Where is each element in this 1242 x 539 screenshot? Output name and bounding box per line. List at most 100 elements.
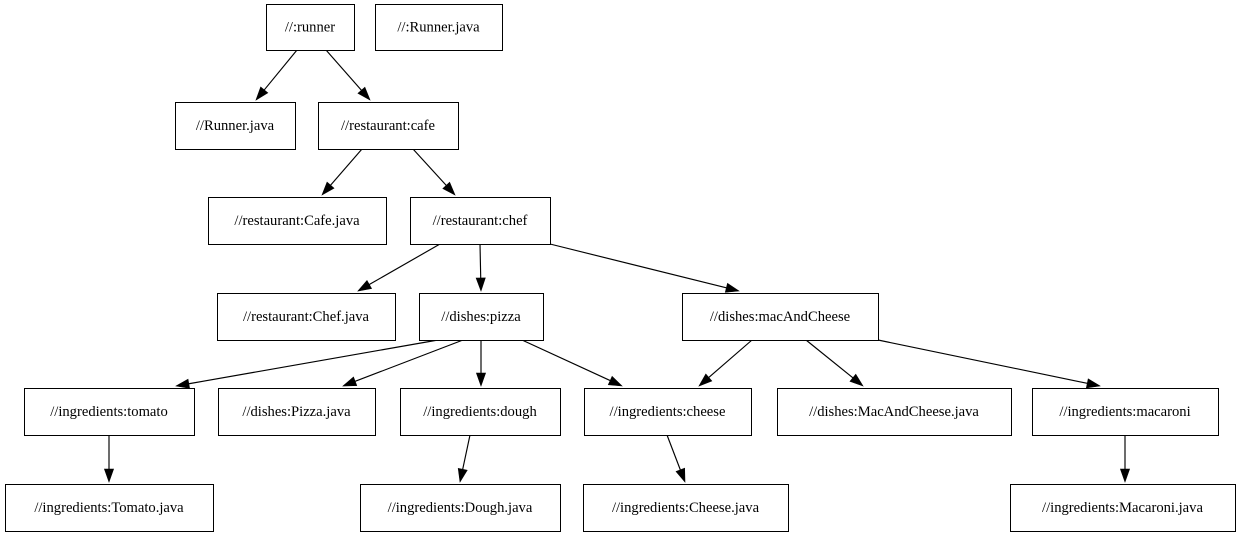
node-label: //Runner.java [196, 118, 275, 134]
graph-edge [357, 243, 441, 292]
graph-edge [698, 339, 753, 387]
node-label: //ingredients:Tomato.java [34, 500, 184, 516]
graph-edge [321, 148, 363, 196]
node-label: //:Runner.java [397, 19, 480, 35]
node-box[interactable] [359, 483, 562, 533]
graph-edge [1119, 435, 1131, 483]
graph-edge [549, 243, 740, 293]
edge-line [877, 339, 1088, 384]
graph-node-cafe_java[interactable]: //restaurant:Cafe.java [207, 196, 388, 246]
graph-node-macaroni_java[interactable]: //ingredients:Macaroni.java [1009, 483, 1237, 533]
node-box[interactable] [317, 101, 460, 151]
edge-arrowhead-icon [321, 181, 335, 196]
edge-line [354, 339, 464, 382]
node-box[interactable] [207, 196, 388, 246]
node-box[interactable] [23, 387, 196, 437]
edge-line [549, 243, 727, 289]
graph-node-runner[interactable]: //:runner [265, 3, 356, 52]
node-box[interactable] [583, 387, 753, 437]
node-label: //restaurant:cafe [341, 118, 435, 134]
graph-node-tomato_java[interactable]: //ingredients:Tomato.java [4, 483, 215, 533]
edge-line [708, 339, 753, 378]
graph-edge [325, 49, 371, 101]
node-box[interactable] [399, 387, 562, 437]
node-label: //restaurant:chef [433, 213, 528, 229]
graph-edge [175, 339, 439, 389]
node-box[interactable] [265, 3, 356, 52]
edge-arrowhead-icon [849, 373, 864, 387]
graph-node-ing_tomato[interactable]: //ingredients:tomato [23, 387, 196, 437]
edge-line [368, 243, 441, 286]
node-label: //ingredients:macaroni [1059, 404, 1190, 420]
node-label: //dishes:macAndCheese [710, 309, 850, 325]
node-box[interactable] [681, 292, 880, 342]
node-label: //restaurant:Cafe.java [234, 213, 360, 229]
graph-node-runner_java[interactable]: //Runner.java [174, 101, 297, 151]
edge-line [330, 148, 363, 186]
edge-arrowhead-icon [1119, 468, 1131, 483]
node-box[interactable] [217, 387, 377, 437]
edge-line [263, 49, 298, 91]
node-label: //ingredients:tomato [50, 404, 168, 420]
edge-arrowhead-icon [357, 280, 373, 292]
graph-node-ing_dough[interactable]: //ingredients:dough [399, 387, 562, 437]
edge-arrowhead-icon [175, 378, 190, 389]
edge-arrowhead-icon [675, 467, 686, 483]
graph-node-ing_cheese[interactable]: //ingredients:cheese [583, 387, 753, 437]
edge-arrowhead-icon [457, 467, 468, 483]
graph-node-cheese_java[interactable]: //ingredients:Cheese.java [582, 483, 790, 533]
edge-arrowhead-icon [475, 277, 486, 292]
edge-arrowhead-icon [442, 181, 456, 196]
edge-line [412, 148, 447, 186]
graph-edge [103, 435, 115, 483]
edge-arrowhead-icon [357, 86, 371, 101]
node-label: //restaurant:Chef.java [243, 309, 370, 325]
node-box[interactable] [776, 387, 1013, 437]
graph-node-dishes_pizza[interactable]: //dishes:pizza [418, 292, 545, 342]
node-label: //dishes:MacAndCheese.java [809, 404, 979, 420]
node-label: //dishes:Pizza.java [242, 404, 351, 420]
edge-line [188, 339, 439, 385]
node-box[interactable] [1031, 387, 1220, 437]
edge-arrowhead-icon [607, 375, 623, 387]
node-label: //ingredients:Macaroni.java [1042, 500, 1203, 516]
graph-node-restaurant_chef[interactable]: //restaurant:chef [409, 196, 552, 246]
node-label: //dishes:pizza [441, 309, 521, 325]
graph-node-dishes_mac[interactable]: //dishes:macAndCheese [681, 292, 880, 342]
graph-edge [475, 340, 487, 387]
graph-edge [805, 339, 864, 387]
edge-arrowhead-icon [698, 373, 713, 387]
node-box[interactable] [174, 101, 297, 151]
graph-node-runner_java_root[interactable]: //:Runner.java [374, 3, 504, 52]
graph-node-pizza_java[interactable]: //dishes:Pizza.java [217, 387, 377, 437]
node-box[interactable] [374, 3, 504, 52]
graph-edge [412, 148, 456, 196]
graph-node-mac_java[interactable]: //dishes:MacAndCheese.java [776, 387, 1013, 437]
node-box[interactable] [582, 483, 790, 533]
node-box[interactable] [1009, 483, 1237, 533]
edge-line [805, 339, 854, 379]
edge-arrowhead-icon [103, 468, 115, 483]
graph-node-dough_java[interactable]: //ingredients:Dough.java [359, 483, 562, 533]
graph-node-chef_java[interactable]: //restaurant:Chef.java [216, 292, 397, 342]
nodes-layer: //:runner //:Runner.java //Runner.java //re… [4, 3, 1237, 533]
node-box[interactable] [409, 196, 552, 246]
edge-arrowhead-icon [475, 372, 487, 387]
edge-arrowhead-icon [342, 376, 358, 387]
edge-line [325, 49, 362, 91]
edges-layer [103, 49, 1131, 483]
node-box[interactable] [216, 292, 397, 342]
node-label: //ingredients:dough [423, 404, 537, 420]
graph-edge [475, 243, 486, 292]
node-box[interactable] [418, 292, 545, 342]
edge-line [666, 434, 681, 471]
edge-arrowhead-icon [1085, 378, 1101, 389]
edge-line [521, 339, 611, 382]
edge-arrowhead-icon [255, 86, 269, 101]
graph-node-ing_macaroni[interactable]: //ingredients:macaroni [1031, 387, 1220, 437]
graph-node-restaurant_cafe[interactable]: //restaurant:cafe [317, 101, 460, 151]
node-box[interactable] [4, 483, 215, 533]
graph-edge [521, 339, 623, 387]
